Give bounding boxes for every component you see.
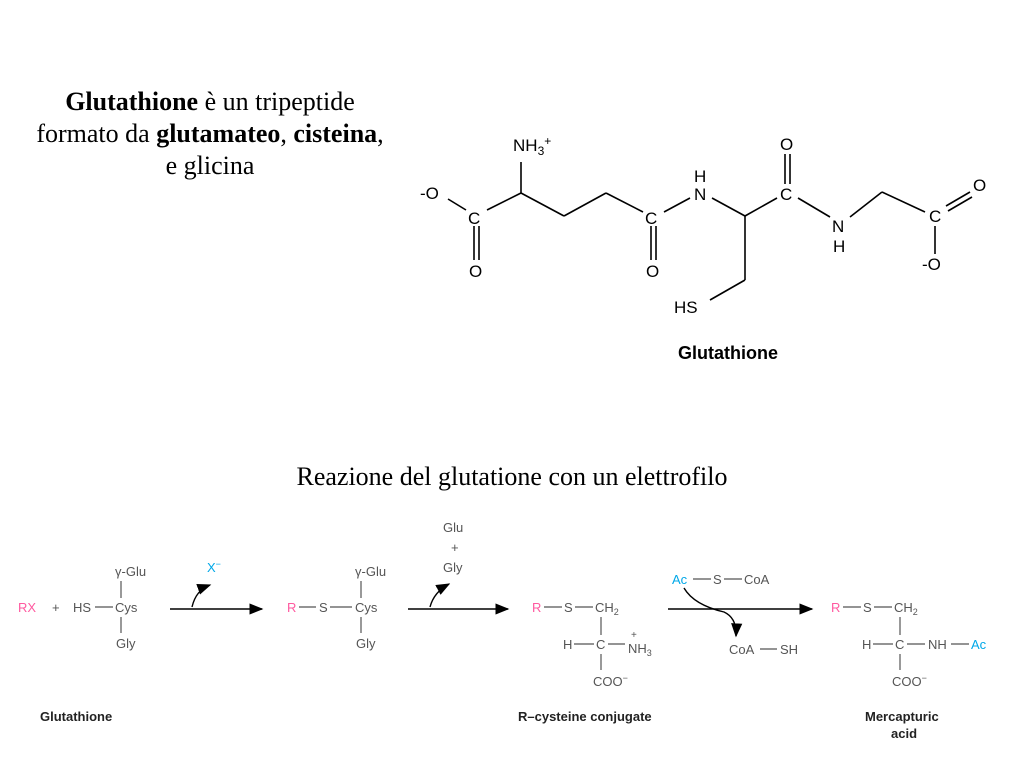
label-conjugate: R–cysteine conjugate xyxy=(518,709,652,724)
intro-part: , e glicina xyxy=(165,119,384,180)
label-h-b: H xyxy=(862,637,871,652)
structure-labels: NH3+ -O C O C O H N O C N H C O -O HS Gl… xyxy=(420,134,986,363)
label-mercapturic-2: acid xyxy=(891,726,917,741)
label-mercapturic-1: Mercapturic xyxy=(865,709,939,724)
label-nh3-plus: NH3 xyxy=(628,641,652,658)
label-o1: O xyxy=(469,262,482,281)
label-n1: N xyxy=(694,185,706,204)
label-r1: R xyxy=(287,600,296,615)
glutathione-structure xyxy=(447,154,973,301)
term-glutamate: glutamateo xyxy=(156,119,281,148)
label-x-minus: X− xyxy=(207,559,221,575)
label-nh3-charge: + xyxy=(631,630,637,641)
release-arrow-glu-gly xyxy=(429,583,451,608)
label-glutathione: Glutathione xyxy=(40,709,112,724)
label-o-minus-right: -O xyxy=(922,255,941,274)
label-h: H xyxy=(563,637,572,652)
label-c-b: C xyxy=(895,637,904,652)
label-nh: NH xyxy=(928,637,947,652)
label-coo: COO− xyxy=(593,673,628,689)
term-cysteine: cisteina xyxy=(293,119,378,148)
label-r2: R xyxy=(532,600,541,615)
release-arrow-x xyxy=(191,583,212,608)
label-plus: + xyxy=(52,600,60,615)
intro-text: Glutathione è un tripeptide formato da g… xyxy=(30,86,390,182)
label-ch2-b: CH2 xyxy=(894,600,918,617)
label-gamma-glu: γ-Glu xyxy=(115,564,146,579)
label-coa: CoA xyxy=(744,572,770,587)
label-hs: HS xyxy=(674,298,698,317)
reaction-scheme: RX + HS Cys γ-Glu Gly Glutathione X− R S… xyxy=(18,520,987,741)
label-ac-b: Ac xyxy=(971,637,987,652)
label-gamma-glu2: γ-Glu xyxy=(355,564,386,579)
label-gly2: Gly xyxy=(356,636,376,651)
label-ac: Ac xyxy=(672,572,688,587)
label-h2: H xyxy=(833,237,845,256)
label-cys: Cys xyxy=(115,600,138,615)
label-cys2: Cys xyxy=(355,600,378,615)
label-c3: C xyxy=(780,185,792,204)
label-s3: S xyxy=(713,572,722,587)
label-o2: O xyxy=(646,262,659,281)
label-s2: S xyxy=(564,600,573,615)
label-o3: O xyxy=(780,135,793,154)
reaction-title: Reazione del glutatione con un elettrofi… xyxy=(296,462,728,491)
intro-part: , xyxy=(280,119,294,148)
label-glu: Glu xyxy=(443,520,463,535)
label-s4: S xyxy=(863,600,872,615)
label-gly: Gly xyxy=(116,636,136,651)
label-o-minus-left: -O xyxy=(420,184,439,203)
label-sh: SH xyxy=(780,642,798,657)
term-glutathione: Glutathione xyxy=(65,87,199,116)
label-r3: R xyxy=(831,600,840,615)
label-nh3: NH3+ xyxy=(513,134,551,158)
label-coa-sh: CoA xyxy=(729,642,755,657)
label-ch2: CH2 xyxy=(595,600,619,617)
label-c: C xyxy=(596,637,605,652)
label-coo-b: COO− xyxy=(892,673,927,689)
label-n2: N xyxy=(832,217,844,236)
label-plus2: + xyxy=(451,540,459,555)
label-c4: C xyxy=(929,207,941,226)
label-hs: HS xyxy=(73,600,91,615)
label-gly3: Gly xyxy=(443,560,463,575)
label-rx: RX xyxy=(18,600,36,615)
label-h1: H xyxy=(694,167,706,186)
label-s1: S xyxy=(319,600,328,615)
structure-caption: Glutathione xyxy=(678,343,778,363)
label-c2: C xyxy=(645,209,657,228)
label-o4: O xyxy=(973,176,986,195)
intro-part: è un tripeptide formato da xyxy=(36,87,355,148)
label-c1: C xyxy=(468,209,480,228)
acetyl-transfer-arrow xyxy=(683,587,743,638)
